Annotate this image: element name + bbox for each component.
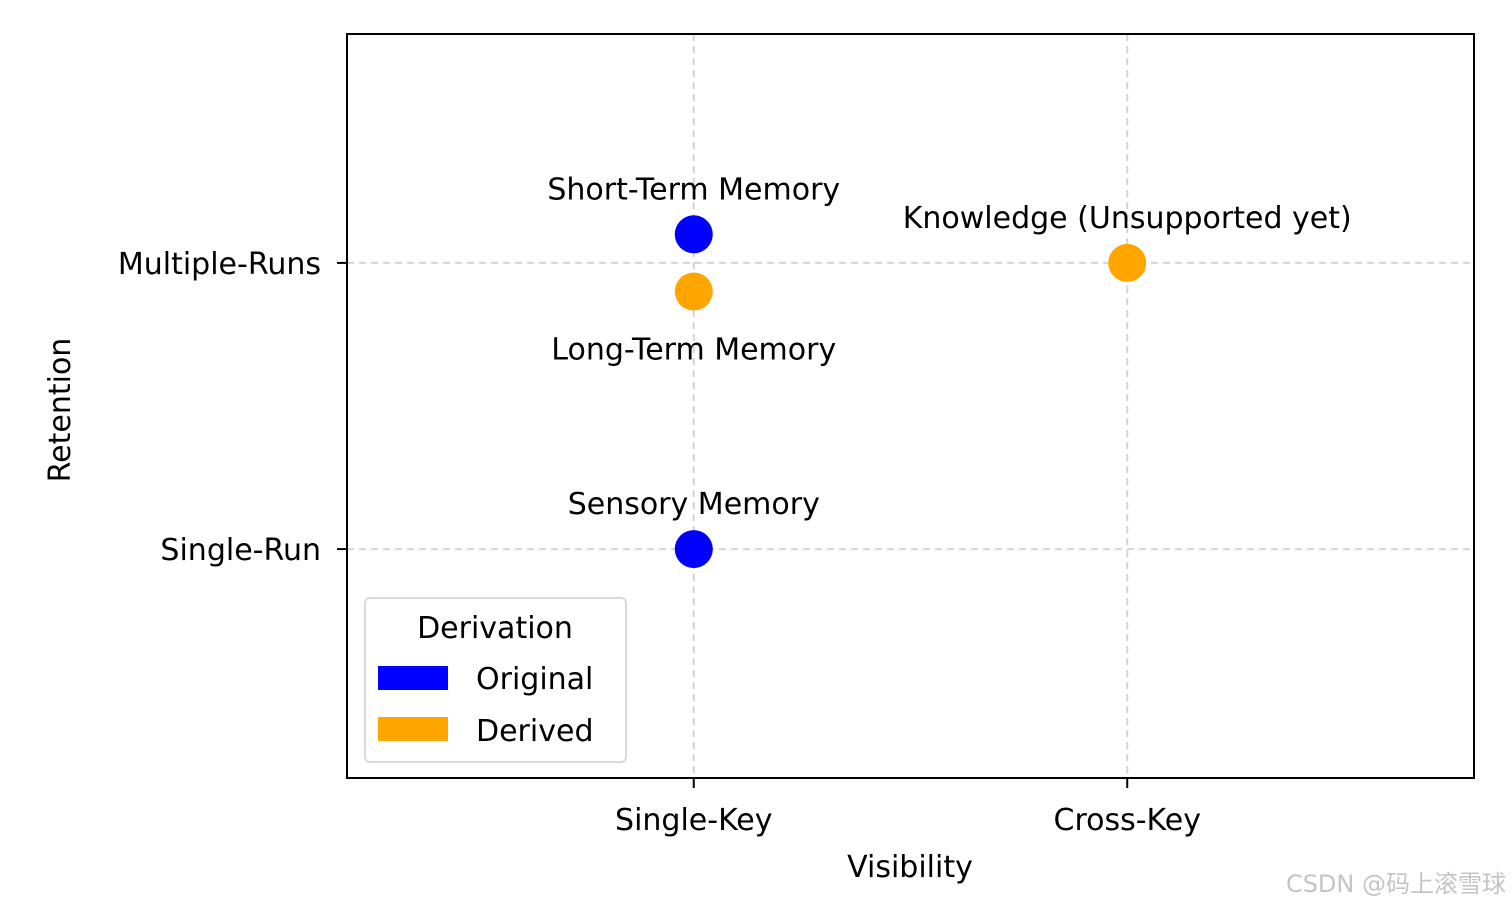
legend-label-original: Original: [476, 662, 593, 697]
x-tick-label-cross-key: Cross-Key: [1054, 803, 1201, 838]
point-knowledge-unsupported-yet: [1108, 243, 1147, 282]
point-label-short-term-memory: Short-Term Memory: [547, 172, 840, 207]
y-tick-label-multiple-runs: Multiple-Runs: [118, 247, 321, 282]
y-axis-title: Retention: [43, 338, 78, 483]
legend-swatch-original: [378, 666, 448, 690]
point-label-long-term-memory: Long-Term Memory: [551, 333, 836, 368]
plot-frame: [346, 33, 1475, 779]
x-axis-title: Visibility: [847, 850, 973, 885]
point-short-term-memory: [674, 215, 713, 254]
data-points: [674, 215, 1147, 569]
y-tick-label-single-run: Single-Run: [160, 533, 321, 568]
legend: Derivation Original Derived: [364, 597, 627, 763]
legend-swatch-derived: [378, 717, 448, 741]
x-tick-label-single-key: Single-Key: [615, 803, 772, 838]
point-long-term-memory: [674, 272, 713, 311]
watermark: CSDN @码上滚雪球: [1286, 870, 1506, 898]
point-sensory-memory: [674, 530, 713, 569]
legend-label-derived: Derived: [476, 714, 593, 749]
point-label-knowledge-unsupported-yet: Knowledge (Unsupported yet): [903, 201, 1352, 236]
point-label-sensory-memory: Sensory Memory: [568, 487, 820, 522]
point-labels: Sensory Memory Short-Term MemoryLong-Term…: [547, 172, 1351, 522]
legend-title: Derivation: [417, 611, 573, 646]
x-axis-ticks: Single-Key Cross-Key: [615, 778, 1201, 838]
y-axis-ticks: Single-Run Multiple-Runs: [118, 247, 347, 568]
grid-lines: [347, 34, 1474, 778]
